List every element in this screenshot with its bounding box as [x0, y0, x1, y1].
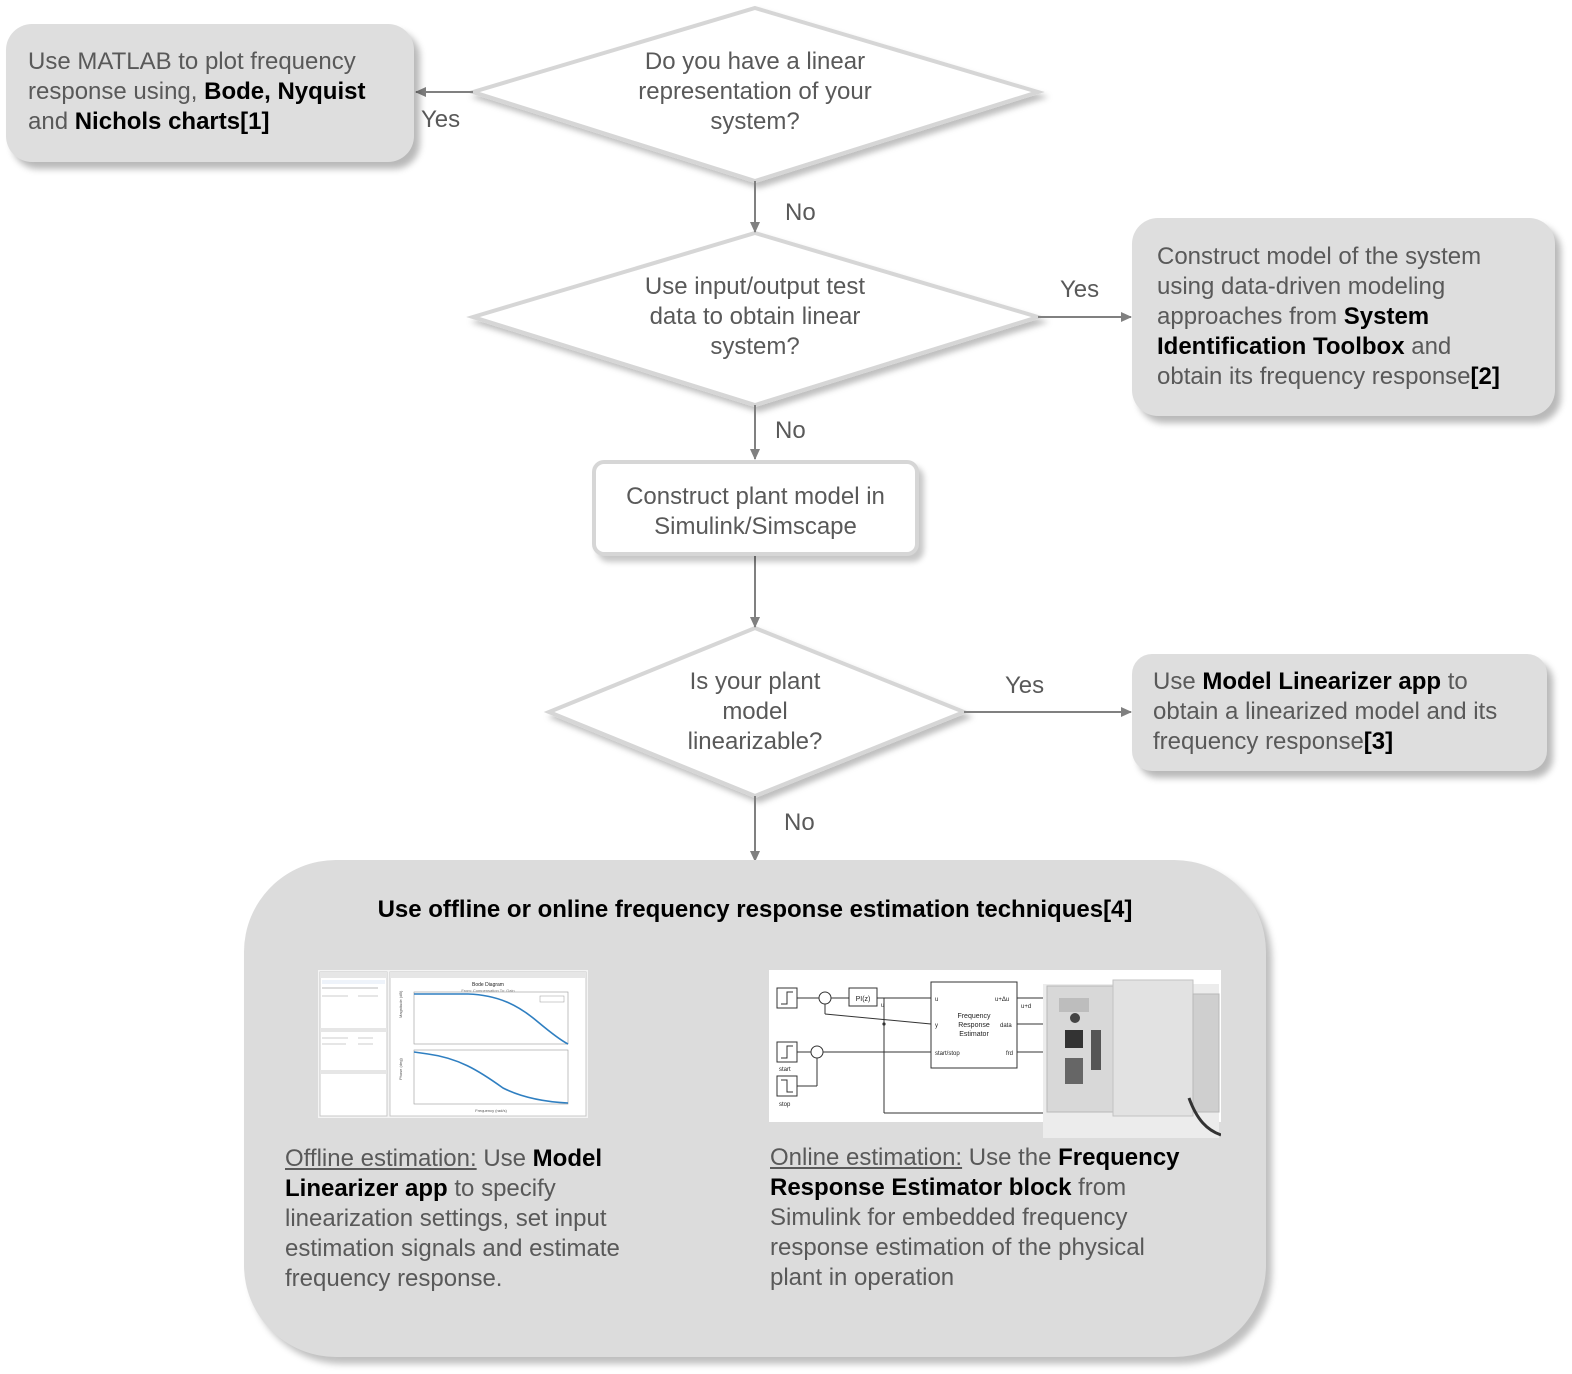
svg-text:data: data — [1000, 1023, 1012, 1029]
svg-text:Frequency: Frequency — [957, 1013, 991, 1020]
offline-estimation-text: Offline estimation: Use Model Linearizer… — [285, 1145, 620, 1292]
svg-text:PI(z): PI(z) — [856, 996, 871, 1003]
svg-text:Bode Diagram: Bode Diagram — [472, 982, 504, 988]
svg-text:u+Δu: u+Δu — [995, 997, 1009, 1003]
svg-text:start: start — [779, 1067, 791, 1073]
plant-model-box: Construct plant model in Simulink/Simsca… — [592, 460, 919, 556]
svg-text:u+d: u+d — [1021, 1004, 1031, 1010]
bode-plot-thumbnail: Bode Diagram From: Compensation To: Gain… — [318, 970, 588, 1118]
model-linearizer-screenshot: Bode Diagram From: Compensation To: Gain… — [318, 970, 588, 1118]
decision-linearizable-text: Is your plant model linearizable? — [687, 668, 823, 755]
model-linearizer-box: Use Model Linearizer app to obtain a lin… — [1132, 654, 1547, 771]
svg-text:Frequency (rad/s): Frequency (rad/s) — [475, 1108, 507, 1113]
matlab-plot-box: Use MATLAB to plot frequency response us… — [6, 24, 414, 162]
svg-text:u: u — [935, 997, 938, 1003]
estimation-techniques-box: Use offline or online frequency response… — [244, 860, 1266, 1357]
online-estimation-text: Online estimation: Use the Frequency Res… — [770, 1144, 1180, 1291]
label-no-3: No — [784, 809, 815, 836]
svg-text:Magnitude (dB): Magnitude (dB) — [398, 990, 403, 1018]
svg-text:u: u — [881, 1003, 884, 1009]
decision-io-test-text: Use input/output test data to obtain lin… — [644, 273, 866, 360]
label-yes-linearizer: Yes — [1005, 672, 1045, 699]
sysid-box: Construct model of the system using data… — [1132, 218, 1555, 416]
svg-text:Phase (deg): Phase (deg) — [398, 1058, 403, 1080]
label-yes-sysid: Yes — [1060, 276, 1100, 303]
svg-text:y: y — [935, 1023, 938, 1029]
label-yes-matlab: Yes — [421, 106, 461, 133]
svg-text:Estimator: Estimator — [959, 1031, 989, 1038]
svg-text:Response: Response — [958, 1022, 990, 1029]
svg-text:frd: frd — [1006, 1051, 1013, 1057]
simulink-diagram-thumbnail: PI(z) u Frequency Response Estimator u y… — [769, 970, 1222, 1138]
svg-text:stop: stop — [779, 1102, 791, 1108]
estimation-title: Use offline or online frequency response… — [377, 896, 1133, 923]
frequency-response-estimator-screenshot: PI(z) u Frequency Response Estimator u y… — [769, 970, 1222, 1138]
label-no-2: No — [775, 417, 806, 444]
svg-text:From: Compensation To: Gain: From: Compensation To: Gain — [461, 988, 514, 993]
label-no-1: No — [785, 199, 816, 226]
decision-linear-rep-text: Do you have a linear representation of y… — [638, 48, 872, 135]
svg-text:start/stop: start/stop — [935, 1051, 960, 1057]
